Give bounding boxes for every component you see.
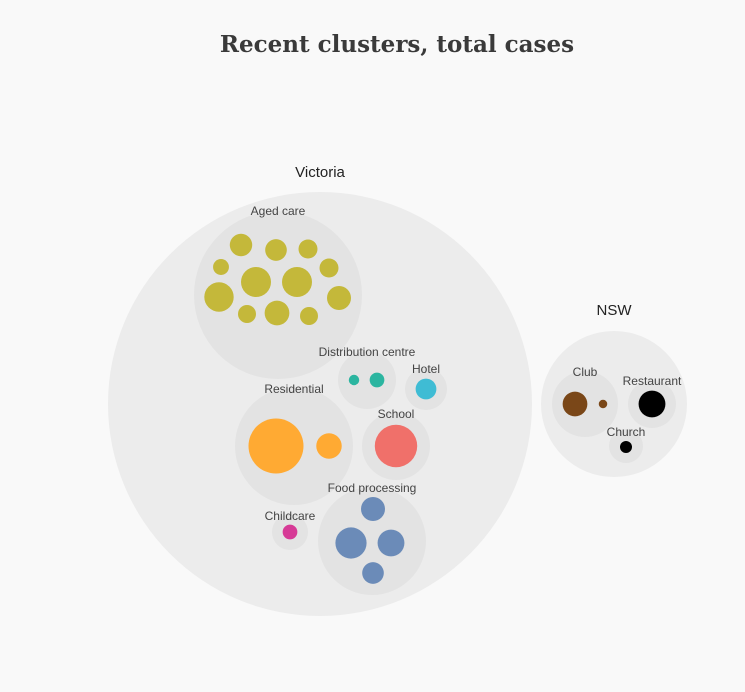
cluster-bubble [327,286,351,310]
cluster-bubble [238,305,256,323]
state-label: Victoria [295,164,345,181]
group-label: Club [573,365,598,379]
cluster-bubble [282,524,298,540]
cluster-bubble [620,441,632,453]
group-label: Distribution centre [319,345,416,359]
cluster-bubble [377,529,405,557]
group-label: Hotel [412,362,440,376]
state-victoria: Victoria Aged care Distribution centre H… [108,164,532,616]
cluster-bubble [374,424,418,468]
cluster-bubble [369,372,385,388]
state-label: NSW [597,302,633,319]
state-nsw: NSW Club Restaurant Church [541,302,687,477]
cluster-bubble [282,267,312,297]
cluster-bubble [638,390,666,418]
cluster-bubble [335,527,367,559]
group-bubble [318,487,426,595]
cluster-bubble [229,233,253,257]
group-label: Aged care [251,204,306,218]
group-childcare: Childcare [265,509,316,550]
cluster-bubble [204,282,234,312]
cluster-bubbles [204,233,666,584]
cluster-bubble [348,374,360,386]
cluster-bubble [316,433,342,459]
cluster-bubble [241,267,271,297]
cluster-bubble [319,258,339,278]
group-distribution-centre: Distribution centre [319,345,416,409]
cluster-bubble [362,562,384,584]
group-label: Residential [264,382,323,396]
group-label: Childcare [265,509,316,523]
group-food-processing: Food processing [318,481,426,595]
cluster-bubble [361,497,385,521]
group-bubble [338,351,396,409]
cluster-bubble [598,399,608,409]
group-label: Restaurant [623,374,682,388]
group-label: School [378,407,415,421]
cluster-bubble [415,378,437,400]
cluster-bubble [562,391,588,417]
cluster-bubble [265,239,287,261]
chart-title: Recent clusters, total cases [220,31,574,58]
cluster-bubble [213,259,229,275]
group-label: Church [607,425,646,439]
group-label: Food processing [328,481,417,495]
cluster-bubble [264,300,290,326]
cluster-bubble [300,307,318,325]
cluster-bubble [298,239,318,259]
cluster-bubble [248,418,304,474]
